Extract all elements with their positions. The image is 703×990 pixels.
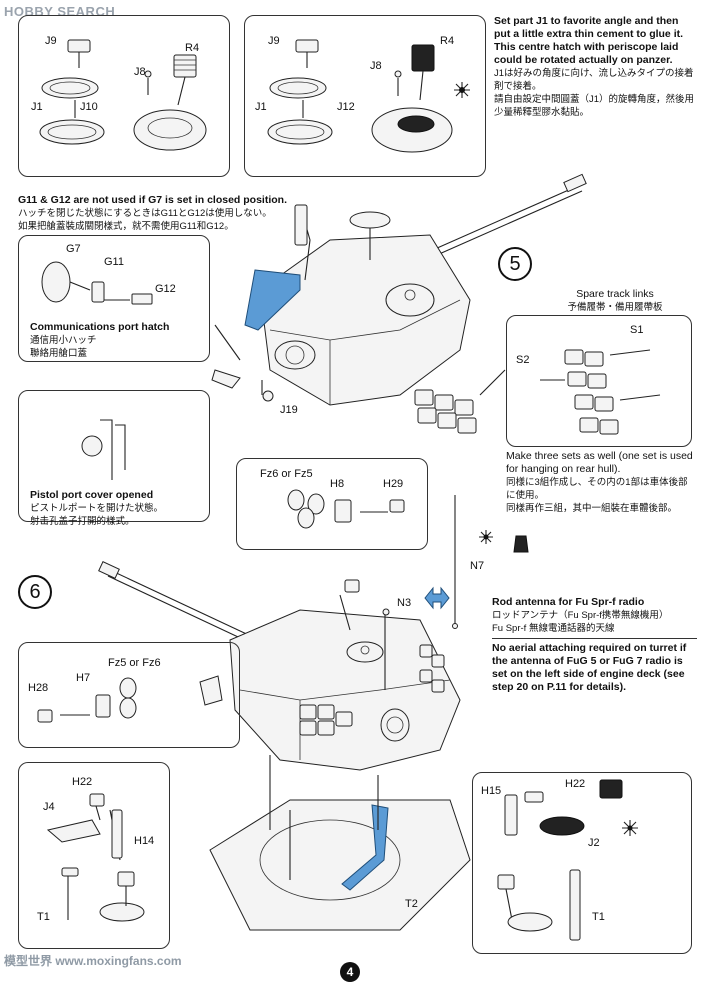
site-watermark: 模型世界 www.moxingfans.com bbox=[4, 954, 182, 968]
label-j8: J8 bbox=[134, 66, 146, 78]
label-h14: H14 bbox=[134, 835, 155, 847]
label-j1-2: J1 bbox=[255, 101, 267, 113]
step-6-badge: 6 bbox=[18, 575, 52, 609]
label-g12: G12 bbox=[155, 283, 176, 295]
g11-note-en: G11 & G12 are not used if G7 is set in c… bbox=[18, 194, 287, 206]
label-fz5-fz6: Fz5 or Fz6 bbox=[108, 657, 161, 669]
spare-track-parts bbox=[540, 349, 661, 435]
label-s1: S1 bbox=[630, 324, 644, 336]
comm-port-parts bbox=[41, 261, 153, 305]
label-j1: J1 bbox=[31, 101, 43, 113]
three-sets-note: Make three sets as well (one set is used… bbox=[506, 450, 696, 515]
pistol-note-zh: 射击孔盖子打開的樣式。 bbox=[30, 516, 135, 527]
label-t1-2: T1 bbox=[592, 911, 605, 923]
antenna-note-ja: ロッドアンテナ（Fu Spr-f携帯無線機用） bbox=[492, 610, 669, 621]
three-sets-zh: 同樣再作三組，其中一組裝在車體後部。 bbox=[506, 503, 678, 514]
turret-floor bbox=[209, 755, 471, 931]
label-n7: N7 bbox=[470, 560, 485, 572]
label-t2: T2 bbox=[405, 898, 418, 910]
page-number: 4 bbox=[340, 962, 360, 982]
h7-parts-box bbox=[18, 642, 240, 748]
fz-box-parts bbox=[287, 489, 405, 529]
antenna-note-en: Rod antenna for Fu Spr-f radio bbox=[492, 596, 645, 608]
pistol-note-en: Pistol port cover opened bbox=[30, 489, 154, 501]
label-h22: H22 bbox=[72, 776, 93, 788]
spare-track-ja: 予備履帯・備用履帶板 bbox=[567, 302, 663, 313]
label-s2: S2 bbox=[516, 354, 530, 366]
label-j12: J12 bbox=[337, 101, 355, 113]
spare-track-en: Spare track links bbox=[576, 288, 654, 300]
comm-note-ja: 通信用小ハッチ bbox=[30, 335, 97, 346]
g11-note-ja: ハッチを閉じた状態にするときはG11とG12は使用しない。 bbox=[18, 208, 272, 219]
fz-parts-box bbox=[236, 458, 428, 550]
label-t1: T1 bbox=[37, 911, 50, 923]
label-j9-2: J9 bbox=[268, 35, 280, 47]
g11-note-zh: 如果把艙蓋裝成關閉樣式，就不需使用G11和G12。 bbox=[18, 221, 234, 232]
label-g11: G11 bbox=[104, 256, 124, 268]
comm-port-box bbox=[18, 235, 210, 362]
pistol-port-note: Pistol port cover opened ピストルポートを開けた状態。 … bbox=[30, 489, 200, 528]
antenna-warning: No aerial attaching required on turret i… bbox=[492, 642, 687, 693]
label-h8: H8 bbox=[330, 478, 345, 490]
label-h15: H15 bbox=[481, 785, 502, 797]
label-j8-2: J8 bbox=[370, 60, 382, 72]
step-5-badge: 5 bbox=[498, 247, 532, 281]
three-sets-en: Make three sets as well (one set is used… bbox=[506, 450, 693, 475]
label-j19: J19 bbox=[280, 404, 298, 416]
rotation-note: Set part J1 to favorite angle and then p… bbox=[494, 15, 696, 119]
comm-note-en: Communications port hatch bbox=[30, 321, 170, 333]
label-fz6-fz5: Fz6 or Fz5 bbox=[260, 468, 313, 480]
label-j9: J9 bbox=[45, 35, 57, 47]
label-h29: H29 bbox=[383, 478, 404, 490]
bottom-left-box bbox=[18, 762, 170, 949]
bottom-left-parts bbox=[46, 793, 145, 922]
label-g7: G7 bbox=[66, 243, 81, 255]
step6-turret bbox=[98, 495, 529, 771]
label-n3: N3 bbox=[397, 597, 412, 609]
pistol-port-parts bbox=[81, 419, 126, 480]
g11-g12-note: G11 & G12 are not used if G7 is set in c… bbox=[18, 194, 298, 233]
label-j10: J10 bbox=[80, 101, 98, 113]
rotation-note-ja: J1は好みの角度に向け、流し込みタイプの接着剤で接着。 bbox=[494, 68, 694, 92]
comm-note-zh: 聯絡用艙口蓋 bbox=[30, 348, 88, 359]
rotation-note-en: Set part J1 to favorite angle and then p… bbox=[494, 15, 684, 66]
box2-parts bbox=[267, 39, 470, 153]
rotation-note-zh: 請自由設定中間圓蓋（J1）的旋轉角度，然後用少量稀釋型膠水黏貼。 bbox=[494, 94, 695, 118]
antenna-note: Rod antenna for Fu Spr-f radio ロッドアンテナ（F… bbox=[492, 596, 697, 694]
spare-track-title: Spare track links 予備履帯・備用履帶板 bbox=[545, 288, 685, 314]
pistol-note-ja: ピストルポートを開けた状態。 bbox=[30, 503, 164, 514]
pistol-port-box bbox=[18, 390, 210, 522]
label-j4: J4 bbox=[43, 801, 55, 813]
label-h28: H28 bbox=[28, 682, 49, 694]
bottom-right-box bbox=[472, 772, 692, 954]
bottom-right-parts bbox=[497, 779, 638, 941]
label-h7: H7 bbox=[76, 672, 91, 684]
step5-turret bbox=[211, 173, 587, 434]
box1-parts bbox=[39, 39, 207, 151]
spare-track-box bbox=[506, 315, 692, 447]
h7-box-parts bbox=[37, 675, 223, 723]
three-sets-ja: 同様に3組作成し、その内の1部は車体後部に使用。 bbox=[506, 477, 688, 501]
comm-port-note: Communications port hatch 通信用小ハッチ 聯絡用艙口蓋 bbox=[30, 321, 200, 360]
antenna-note-zh: Fu Spr-f 無線電通話器的天線 bbox=[492, 623, 615, 634]
label-h22-2: H22 bbox=[565, 778, 586, 790]
antenna-divider bbox=[492, 638, 697, 639]
label-j2: J2 bbox=[588, 837, 600, 849]
label-r4: R4 bbox=[185, 42, 200, 54]
label-r4-2: R4 bbox=[440, 35, 455, 47]
